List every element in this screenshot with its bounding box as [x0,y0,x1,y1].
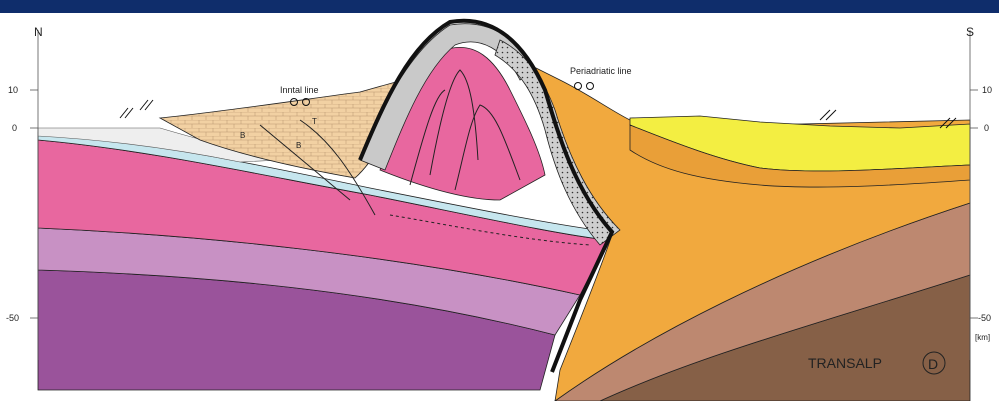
right-tick-10: 10 [982,85,992,95]
left-tick-10: 10 [8,85,18,95]
south-label: S [966,25,974,39]
left-tick-minus50: -50 [6,313,19,323]
right-tick-0: 0 [984,123,989,133]
badge-letter: D [928,356,938,372]
left-tick-0: 0 [12,123,17,133]
north-label: N [34,25,43,39]
unit-b-label-1: B [240,131,245,140]
left-depth-axis [30,30,38,360]
transalp-label: TRANSALP [808,355,882,371]
right-depth-axis [970,30,978,360]
inntal-line-label: Inntal line [280,85,319,95]
periadriatic-line-label: Periadriatic line [570,66,632,76]
unit-t-label: T [312,117,317,126]
right-tick-minus50: -50 [978,313,991,323]
depth-unit: [km] [975,333,990,342]
unit-b-label-2: B [296,141,301,150]
